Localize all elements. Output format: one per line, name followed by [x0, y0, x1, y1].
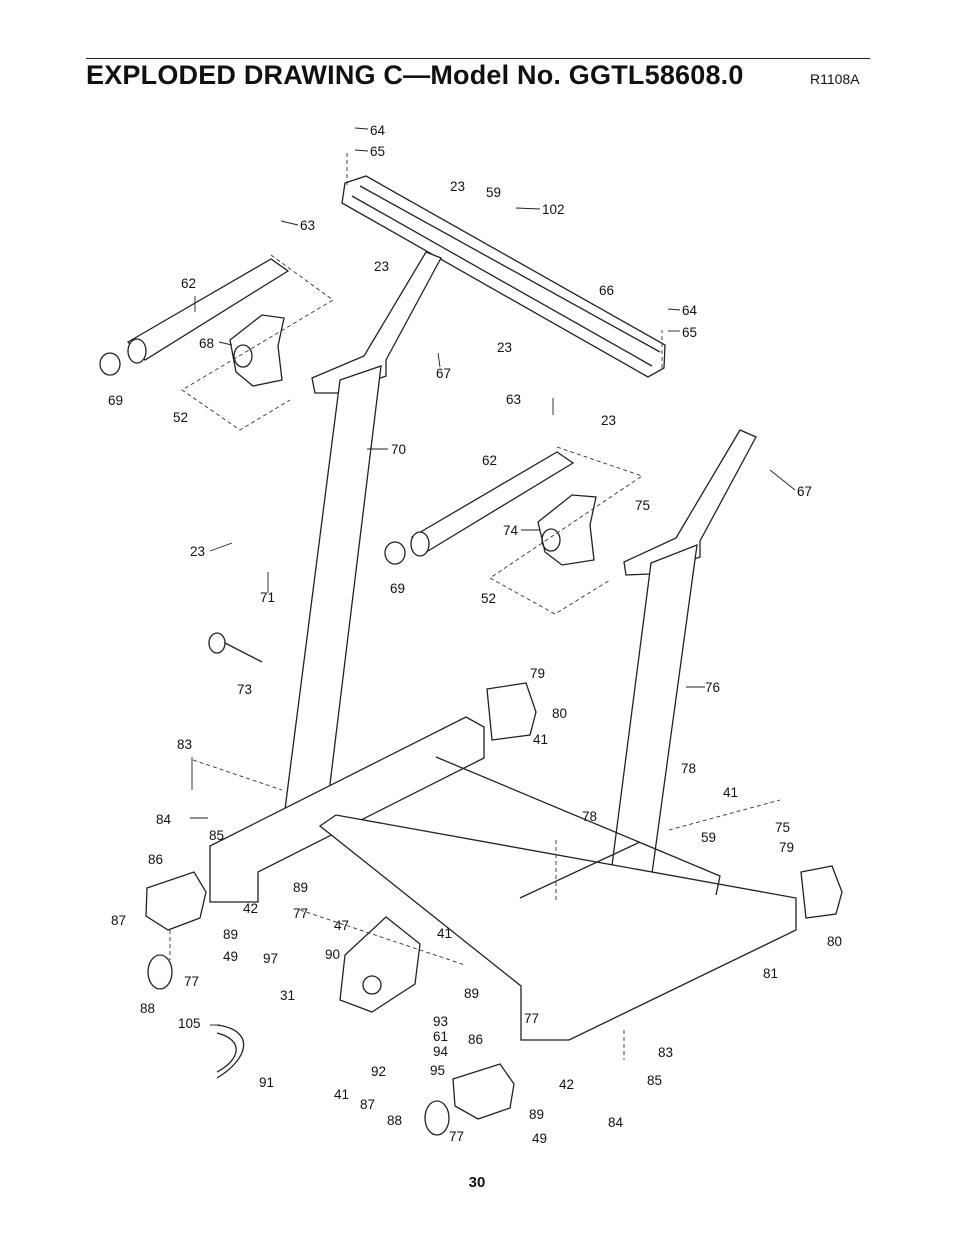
- header-rule: [86, 58, 870, 59]
- callout-31: 31: [280, 988, 295, 1003]
- assembly-guidelines: [169, 150, 781, 1060]
- callout-94: 94: [433, 1044, 449, 1059]
- callout-41: 41: [723, 785, 738, 800]
- callout-49: 49: [223, 949, 238, 964]
- callout-42: 42: [243, 901, 258, 916]
- callout-47: 47: [334, 918, 349, 933]
- callout-70: 70: [391, 442, 406, 457]
- callout-41: 41: [334, 1087, 349, 1102]
- drawing-code: R1108A: [810, 71, 860, 87]
- callout-85: 85: [209, 828, 224, 843]
- callout-91: 91: [259, 1075, 274, 1090]
- callout-93: 93: [433, 1014, 448, 1029]
- callout-102: 102: [542, 202, 565, 217]
- callout-62: 62: [181, 276, 196, 291]
- callout-79: 79: [530, 666, 545, 681]
- callout-61: 61: [433, 1029, 448, 1044]
- callout-80: 80: [552, 706, 567, 721]
- callout-105: 105: [178, 1016, 201, 1031]
- callout-95: 95: [430, 1063, 445, 1078]
- callout-92: 92: [371, 1064, 386, 1079]
- callout-88: 88: [387, 1113, 402, 1128]
- callout-23: 23: [190, 544, 205, 559]
- callout-74: 74: [503, 523, 519, 538]
- callout-84: 84: [608, 1115, 624, 1130]
- callout-59: 59: [486, 185, 501, 200]
- callout-80: 80: [827, 934, 842, 949]
- callout-83: 83: [177, 737, 192, 752]
- callout-59: 59: [701, 830, 716, 845]
- callout-86: 86: [148, 852, 163, 867]
- callout-63: 63: [300, 218, 315, 233]
- callout-89: 89: [529, 1107, 544, 1122]
- callout-41: 41: [533, 732, 548, 747]
- part-outlines: [99, 175, 843, 1136]
- callout-88: 88: [140, 1001, 155, 1016]
- callout-85: 85: [647, 1073, 662, 1088]
- callout-49: 49: [532, 1131, 547, 1146]
- callout-66: 66: [599, 283, 614, 298]
- callout-97: 97: [263, 951, 278, 966]
- callout-65: 65: [682, 325, 697, 340]
- callout-76: 76: [705, 680, 720, 695]
- callout-67: 67: [797, 484, 812, 499]
- callout-63: 63: [506, 392, 521, 407]
- callout-64: 64: [682, 303, 698, 318]
- callout-77: 77: [184, 974, 199, 989]
- callout-84: 84: [156, 812, 172, 827]
- callout-23: 23: [601, 413, 616, 428]
- callout-89: 89: [293, 880, 308, 895]
- callout-leaders: [190, 127, 796, 1026]
- callout-69: 69: [108, 393, 123, 408]
- callout-79: 79: [779, 840, 794, 855]
- callout-52: 52: [173, 410, 188, 425]
- callout-77: 77: [293, 906, 308, 921]
- callout-87: 87: [360, 1097, 375, 1112]
- callout-89: 89: [223, 927, 238, 942]
- callout-67: 67: [436, 366, 451, 381]
- callout-77: 77: [524, 1011, 539, 1026]
- callout-23: 23: [450, 179, 465, 194]
- callout-42: 42: [559, 1077, 574, 1092]
- callout-69: 69: [390, 581, 405, 596]
- callout-86: 86: [468, 1032, 483, 1047]
- callout-90: 90: [325, 947, 340, 962]
- callout-68: 68: [199, 336, 214, 351]
- callout-78: 78: [582, 809, 597, 824]
- callout-77: 77: [449, 1129, 464, 1144]
- callout-78: 78: [681, 761, 696, 776]
- callout-83: 83: [658, 1045, 673, 1060]
- callout-62: 62: [482, 453, 497, 468]
- page-number: 30: [468, 1174, 486, 1191]
- callout-75: 75: [775, 820, 790, 835]
- page-title: EXPLODED DRAWING C—Model No. GGTL58608.0: [86, 60, 744, 90]
- callout-73: 73: [237, 682, 252, 697]
- callout-71: 71: [260, 590, 275, 605]
- callout-labels: 64 65 23 59 102 63 23 62 66 64 65 68 67 …: [108, 123, 842, 1146]
- callout-23: 23: [374, 259, 389, 274]
- callout-81: 81: [763, 966, 778, 981]
- callout-75: 75: [635, 498, 650, 513]
- callout-41: 41: [437, 926, 452, 941]
- callout-52: 52: [481, 591, 496, 606]
- callout-65: 65: [370, 144, 385, 159]
- callout-89: 89: [464, 986, 479, 1001]
- callout-87: 87: [111, 913, 126, 928]
- callout-64: 64: [370, 123, 386, 138]
- callout-23: 23: [497, 340, 512, 355]
